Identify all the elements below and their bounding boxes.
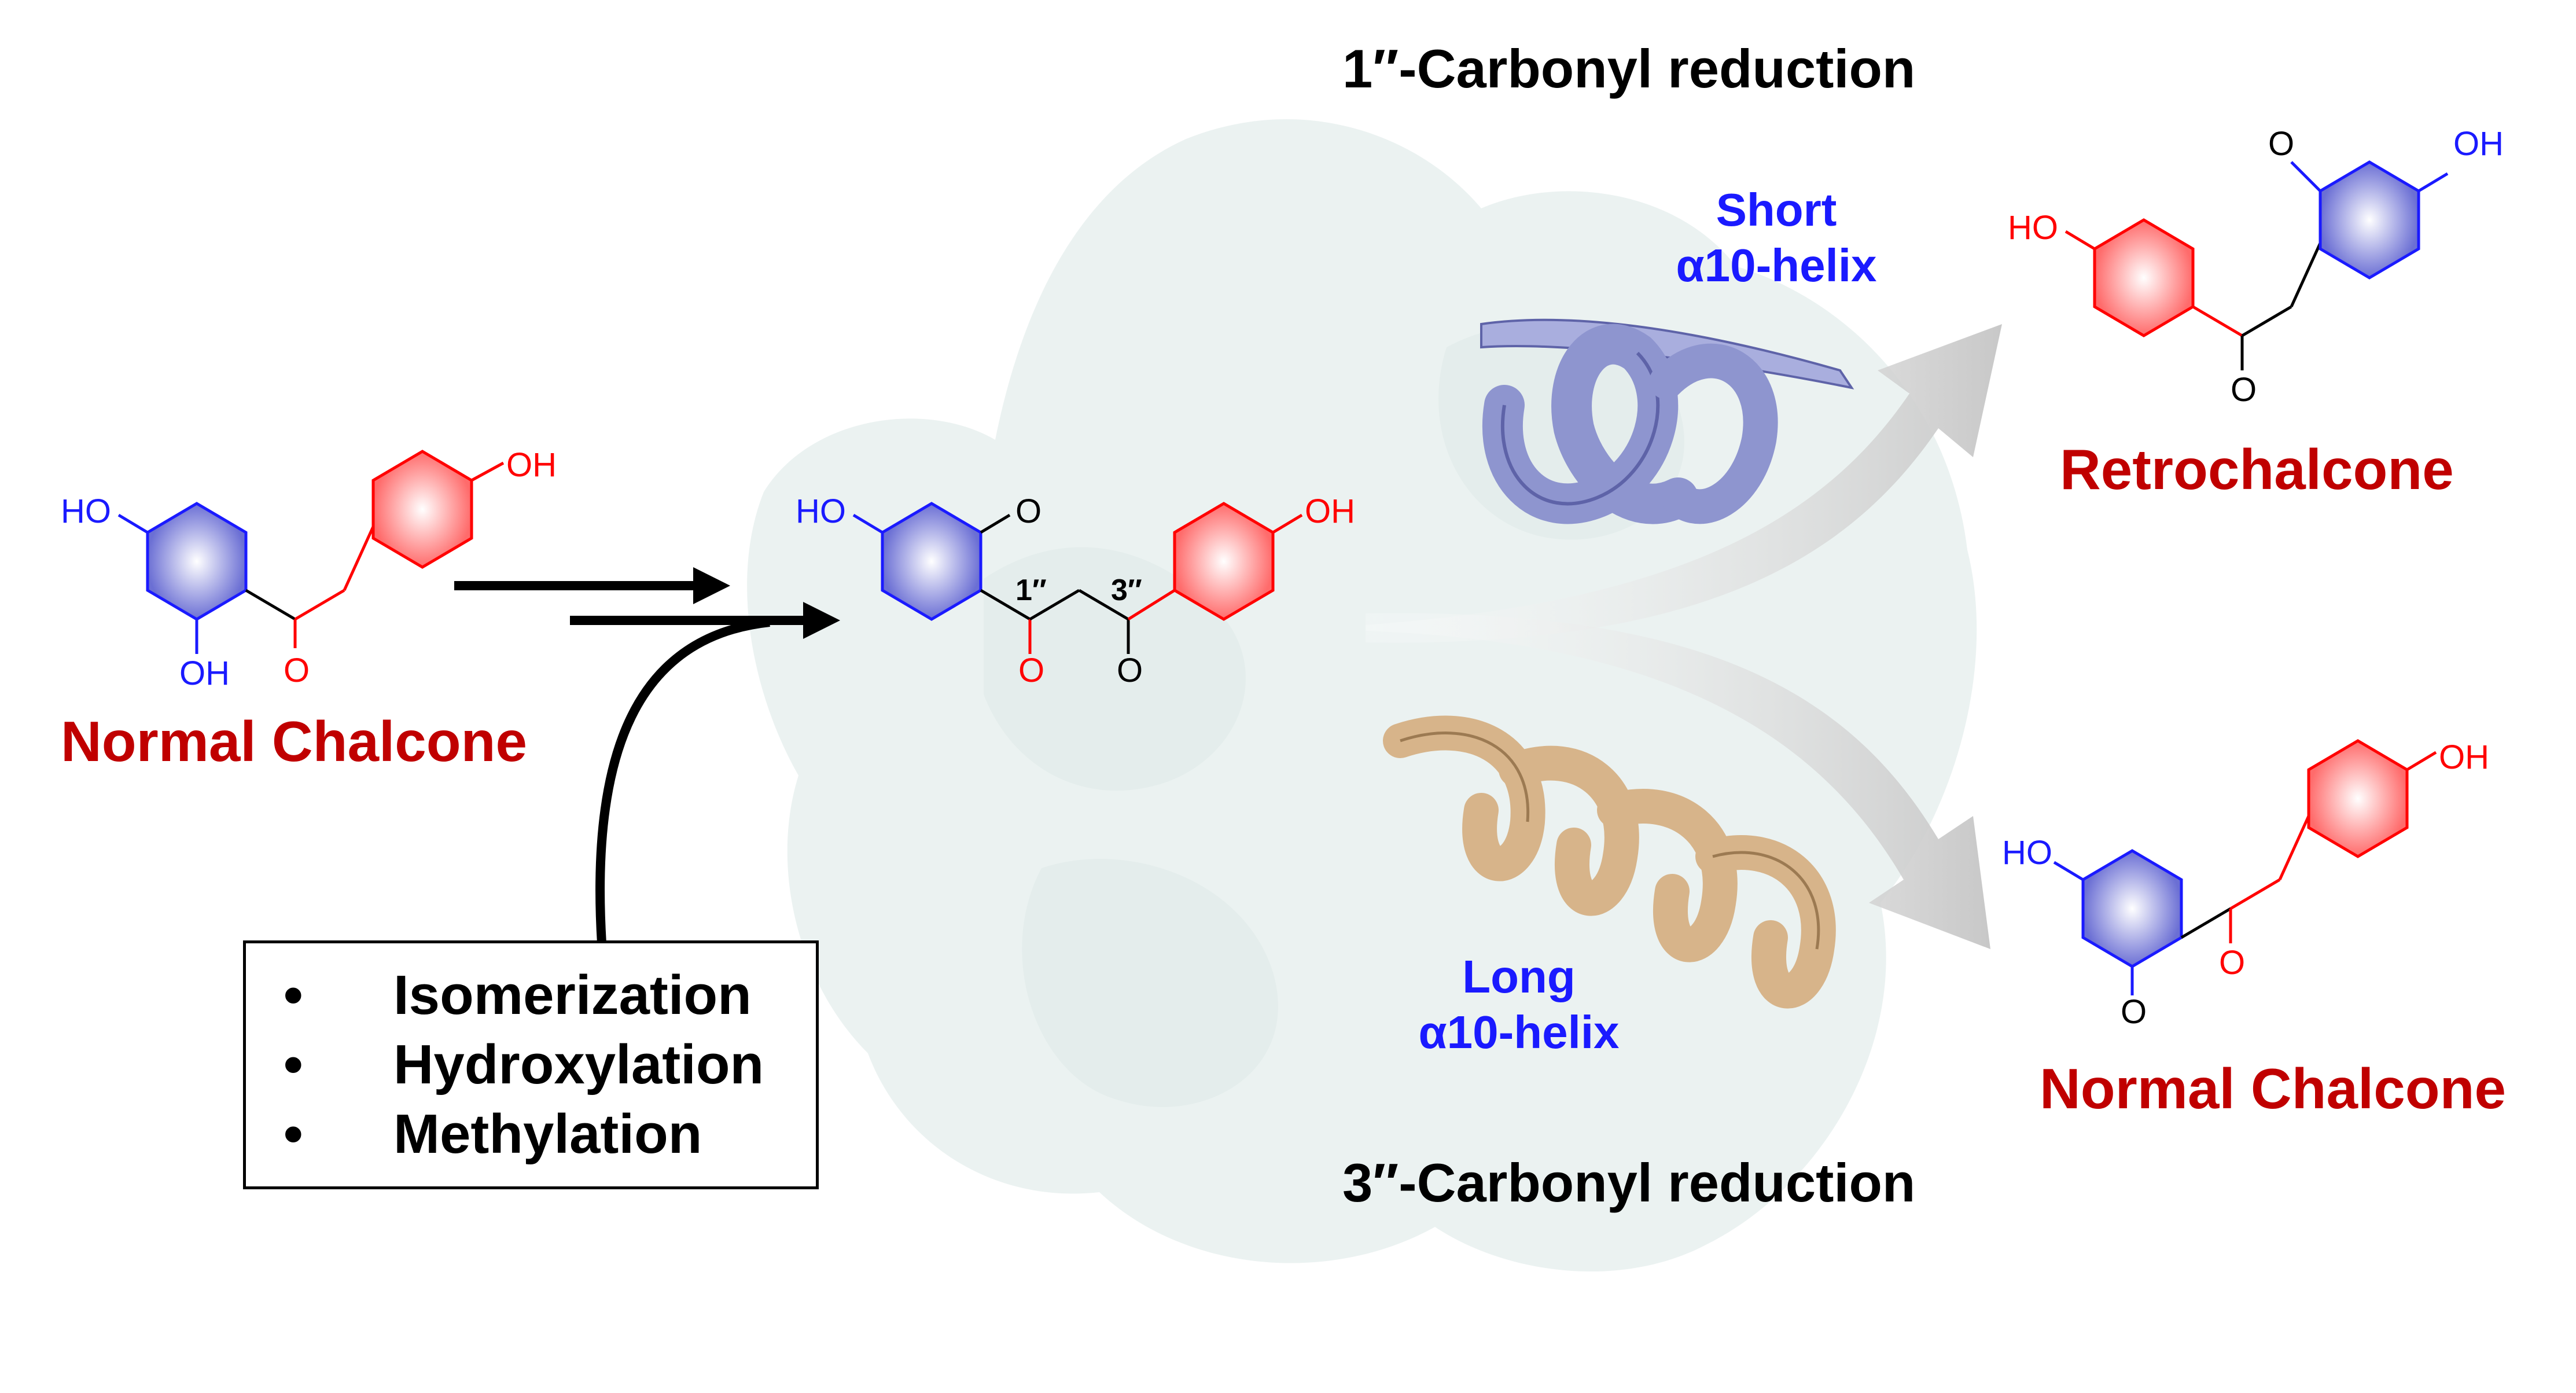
intermediate-oh-label: OH — [1305, 492, 1355, 530]
bullet: • — [284, 1103, 303, 1165]
substrate-structure — [117, 450, 505, 654]
intermediate-3-carbonyl-o-label: O — [1117, 652, 1143, 689]
step-isomerization-text: Isomerization — [393, 964, 752, 1026]
reaction-arrows — [454, 567, 840, 944]
substrate-name: Normal Chalcone — [61, 710, 527, 773]
long-helix-label: Long α10-helix — [1397, 949, 1640, 1060]
long-helix-label-line1: Long — [1462, 951, 1576, 1002]
short-helix — [1480, 318, 1854, 524]
step-methylation-text: Methylation — [393, 1103, 702, 1165]
step-isomerization: • Isomerization — [284, 964, 752, 1027]
product-oh-label: OH — [2439, 738, 2489, 776]
position-3-label: 3″ — [1111, 574, 1142, 607]
product-methoxy-o-label: O — [2121, 993, 2147, 1031]
heading-3-carbonyl-reduction: 3″-Carbonyl reduction — [1342, 1152, 1916, 1213]
normal-chalcone-product-structure — [2053, 739, 2437, 995]
heading-1-carbonyl-reduction: 1″-Carbonyl reduction — [1342, 38, 1916, 99]
retrochalcone-carbonyl-o-label: O — [2231, 371, 2257, 409]
retrochalcone-ho-label: HO — [2008, 209, 2058, 247]
substrate-ho-label: HO — [61, 492, 111, 530]
step-methylation: • Methylation — [284, 1102, 702, 1166]
step-hydroxylation: • Hydroxylation — [284, 1033, 764, 1097]
long-helix-label-line2: α10-helix — [1418, 1006, 1620, 1058]
bullet: • — [284, 1034, 303, 1096]
retrochalcone-structure — [2065, 160, 2449, 370]
intermediate-structure — [852, 502, 1303, 654]
product-ho-label: HO — [2002, 834, 2052, 872]
position-1-label: 1″ — [1015, 574, 1047, 607]
substrate-oh-top-label: OH — [506, 446, 557, 484]
modification-steps-box: • Isomerization • Hydroxylation • Methylati… — [243, 940, 819, 1189]
short-helix-label: Short α10-helix — [1655, 182, 1898, 293]
retrochalcone-name: Retrochalcone — [2060, 438, 2454, 501]
normal-chalcone-product-name: Normal Chalcone — [2040, 1057, 2506, 1120]
substrate-oh-bottom-label: OH — [179, 655, 230, 692]
branch-arrows — [1366, 324, 2002, 949]
intermediate-ho-label: HO — [796, 492, 846, 530]
step-hydroxylation-text: Hydroxylation — [393, 1034, 764, 1096]
short-helix-label-line1: Short — [1716, 184, 1837, 236]
product-carbonyl-o-label: O — [2219, 944, 2246, 982]
long-helix — [1383, 715, 1836, 1009]
intermediate-1-carbonyl-o-label: O — [1018, 652, 1045, 689]
intermediate-methoxy-o-label: O — [1015, 492, 1042, 530]
bullet: • — [284, 964, 303, 1026]
retrochalcone-methoxy-o-label: O — [2268, 125, 2295, 163]
substrate-carbonyl-o-label: O — [284, 652, 310, 689]
short-helix-label-line2: α10-helix — [1676, 240, 1877, 291]
retrochalcone-oh-label: OH — [2453, 125, 2504, 163]
